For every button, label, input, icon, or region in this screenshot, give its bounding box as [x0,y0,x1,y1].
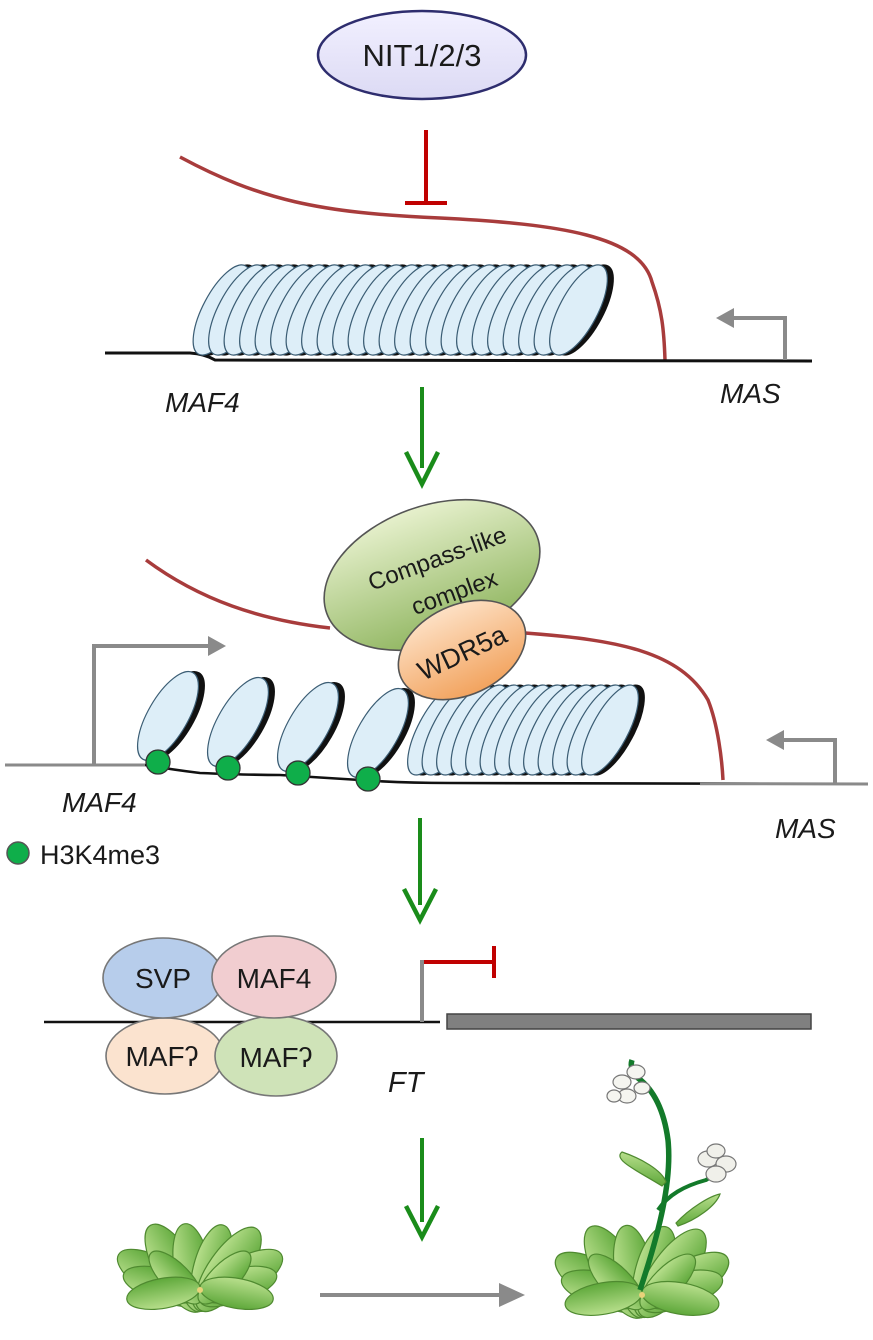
h3k4me3-legend-label: H3K4me3 [40,840,160,870]
maf4-gene-label-2: MAF4 [62,787,137,818]
open-nucleosomes [136,670,415,792]
inhibition-bar-1 [405,130,447,205]
cauline-leaf-left [619,1151,667,1187]
h3k4me3-mark [215,755,241,781]
nucleosome-array-2 [407,684,645,776]
rosette-leaf [641,1280,720,1316]
activation-arrow-2 [402,818,438,925]
panel-1: MAF4 MAS [105,155,813,418]
nucleosome-array-1 [192,264,614,356]
nucleosome [549,264,614,356]
open-nucleosome [136,670,205,762]
antisense-rna-1 [179,155,667,361]
mas-promoter-arrow-2 [766,730,837,784]
mas-promoter-arrow-1 [716,308,787,360]
side-flower-icon [697,1143,737,1183]
vegetative-rosette [116,1223,284,1313]
panel-3: SVP MAF4 MAFʔ MAFʔ FT [44,935,812,1099]
nit-oval: NIT1/2/3 [316,9,528,101]
h3k4me3-legend: H3K4me3 [6,840,160,870]
rosette-leaf [199,1276,274,1310]
rosette-center [197,1287,203,1293]
ft-promoter-repression [420,946,496,1022]
mas-gene-label-1: MAS [720,378,781,409]
antisense-rna-2b [524,631,725,781]
maf4-protein [211,935,337,1019]
dna-strand-2 [5,763,869,786]
open-nucleosome [206,676,275,768]
ft-gene-body [446,1013,812,1030]
ft-gene-label: FT [388,1067,426,1099]
maf-q2-label: MAFʔ [239,1042,312,1073]
svp-maf-complex: SVP MAF4 MAFʔ MAFʔ [102,935,338,1097]
rosette-center [639,1292,645,1298]
maf4-promoter-arrow [92,636,226,765]
mas-gene-label-2: MAS [775,813,836,844]
maf-q1-label: MAFʔ [125,1041,198,1072]
svp-label: SVP [135,963,191,994]
h3k4me3-mark [355,766,381,792]
maf4-protein-label: MAF4 [237,963,312,994]
top-flower-icon [606,1064,651,1104]
panel-2: Compass-like complex WDR5a MAF4 MAS H3K4… [5,498,869,870]
h3k4me3-legend-dot [6,841,30,865]
antisense-rna-2a [144,558,331,630]
cauline-leaf-right [675,1193,721,1227]
nucleosome [581,684,645,776]
h3k4me3-mark [285,760,311,786]
wdr5a-protein: WDR5a [397,599,527,701]
activation-arrow-3 [404,1138,440,1242]
nit-label: NIT1/2/3 [363,38,482,73]
open-nucleosome [276,681,345,773]
h3k4me3-mark [145,749,171,775]
activation-arrow-1 [403,387,441,490]
transition-arrow [320,1283,525,1307]
flowering-plant [554,1059,737,1319]
maf4-gene-label-1: MAF4 [165,387,240,418]
